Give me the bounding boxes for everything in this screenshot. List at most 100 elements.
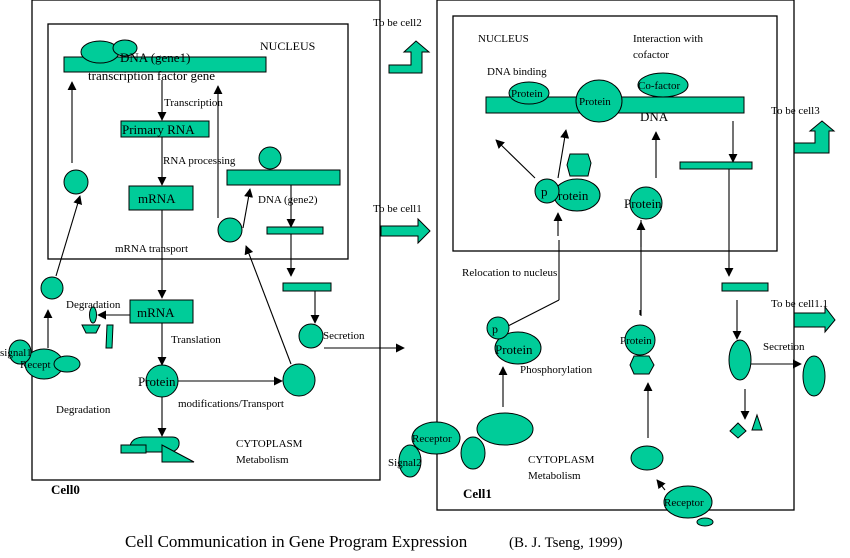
cell0-cytoplasm-label: CYTOPLASM	[236, 438, 303, 450]
cell1-nucleus	[452, 15, 778, 252]
cell1-p-arrow-left	[495, 139, 536, 179]
cell0-nucleus-label: NUCLEUS	[260, 39, 315, 53]
cell0-gene2-transcript	[266, 226, 324, 235]
cell1-p-label: p	[541, 184, 548, 199]
cell0-modifications-label: modifications/Transport	[178, 398, 284, 410]
cell0-degraded-fragment-trapezoid	[81, 324, 101, 334]
cell0-relay-protein	[40, 276, 64, 300]
cell0-degraded-fragment-oval	[89, 306, 97, 324]
diagram-title: Cell Communication in Gene Program Expre…	[125, 532, 468, 551]
cell1-secretion-label: Secretion	[763, 341, 805, 353]
cell1-receptor-bottom-ligand	[696, 517, 714, 527]
cell1-receptor-bottom-arrow	[656, 479, 666, 491]
cell0-receptor-partner	[53, 355, 81, 373]
cell0-mrna-nucleus-label: mRNA	[138, 191, 176, 206]
cell1-bound-protein	[508, 81, 550, 105]
cell0-nucleus	[47, 23, 349, 260]
cell0-tf-bound-small	[112, 39, 138, 57]
cell0-gene2-activator	[258, 146, 282, 170]
cell0-degradation-top-label: Degradation	[66, 299, 121, 311]
cell0-mrna-nucleus-box	[128, 185, 194, 211]
cell1-relocation-line-diagonal	[507, 299, 560, 327]
cell1-mid-protein-label: Protein	[624, 196, 662, 211]
to-cell2-label: To be cell2	[373, 17, 422, 29]
cell0-tf-protein-nucleus	[63, 169, 89, 195]
cell1-phosphate-nucleus	[534, 178, 560, 204]
cell1-signal-label: Signal2	[388, 457, 422, 469]
cell0-label: Cell0	[51, 482, 80, 497]
cell0-import-arrow	[55, 195, 82, 277]
cell1-cytoplasm-label: CYTOPLASM	[528, 454, 595, 466]
cell0-metabolism-label: Metabolism	[236, 454, 289, 466]
cell1-phos-protein	[494, 331, 542, 365]
cell1-kinase	[476, 412, 534, 446]
cell0-secretion-label: Secretion	[323, 330, 365, 342]
cell1-p-arrow-up	[557, 129, 570, 179]
cell0-degraded-fragment-bar	[105, 324, 114, 349]
cell0-degradation-bottom-label: Degradation	[56, 404, 111, 416]
cell0-secreted-protein	[298, 323, 324, 349]
cell1-triangle-product	[751, 413, 763, 431]
cell1-relocation-label: Relocation to nucleus	[462, 267, 557, 279]
cell1-secreted-protein	[802, 355, 826, 397]
cell1-cofactor-label: Co-factor	[638, 80, 680, 92]
cell1-small-protein-cap	[629, 355, 655, 375]
cell0-signal-ligand	[8, 339, 32, 365]
cell0-gene1-sublabel: transcription factor gene	[88, 68, 215, 83]
cell0-gene1-dna-bar	[63, 56, 267, 73]
cell0-gene2-mrna	[282, 282, 332, 292]
cell1-phos-protein-label: Protein	[495, 342, 533, 357]
cell0-gene2-tf-protein	[217, 217, 243, 243]
cell1-receptor-bottom	[663, 485, 713, 519]
cell1-nucleus-label: NUCLEUS	[478, 33, 529, 45]
cell0-gene1-label: DNA (gene1)	[120, 50, 190, 65]
cell0-membrane	[31, 0, 381, 481]
to-cell1-1-label: To be cell1.1	[771, 298, 828, 310]
cell1-phosphate-cytoplasm	[486, 316, 510, 340]
to-cell3-label: To be cell3	[771, 105, 820, 117]
cell1-signal-ligand	[398, 444, 422, 478]
cell0-gene2-dna-bar	[226, 169, 341, 186]
cell1-secretory-protein	[728, 339, 752, 381]
cell1-nuclear-protein-label: rotein	[558, 188, 589, 203]
cell1-interaction-line2: cofactor	[633, 49, 669, 61]
to-cell2-arrow-icon	[388, 40, 431, 74]
cell0-tf-to-gene2-arrow	[242, 188, 253, 229]
cell0-mrna-transport-label: mRNA transport	[115, 243, 188, 255]
cell0-enzyme-wedge	[161, 444, 195, 463]
to-cell1-1-arrow-icon	[793, 305, 836, 334]
cell0-mrna-cytoplasm-label: mRNA	[137, 305, 175, 320]
cell1-cofactor	[637, 72, 689, 98]
cell0-protein-label: Protein	[138, 374, 176, 389]
cell1-relay	[630, 445, 664, 471]
cell0-primary-rna-box	[120, 120, 210, 138]
cell1-receptor-bottom-label: Receptor	[664, 497, 704, 509]
cell0-modified-protein	[282, 363, 316, 397]
to-cell1-label: To be cell1	[373, 203, 422, 215]
cell1-interaction-line1: Interaction with	[633, 33, 703, 45]
cell1-receptor-left-label: Receptor	[412, 433, 452, 445]
cell1-large-protein	[575, 79, 623, 123]
cell1-dna-label: DNA	[640, 109, 669, 124]
cell1-phosphorylation-label: Phosphorylation	[520, 364, 593, 376]
cell0-gene2-label: DNA (gene2)	[258, 194, 318, 206]
cell0-translation-label: Translation	[171, 334, 221, 346]
cell0-primary-rna-label: Primary RNA	[122, 122, 195, 137]
to-cell1-arrow-icon	[380, 217, 431, 245]
cell1-large-protein-label: Protein	[579, 96, 611, 108]
cell1-label: Cell1	[463, 486, 492, 501]
cell0-transport-to-nucleus-arrow	[244, 245, 292, 365]
cell0-enzyme-substrate	[120, 444, 147, 454]
cell1-adapter	[460, 436, 486, 470]
cell0-signal-label: signal1	[0, 347, 32, 359]
cell1-diamond-product	[729, 422, 747, 439]
cell1-receptor-left	[411, 421, 461, 455]
cell1-transcript	[679, 161, 753, 170]
cell1-metabolism-label: Metabolism	[528, 470, 581, 482]
cell0-transcription-label: Transcription	[164, 97, 223, 109]
cell1-mid-protein	[629, 186, 663, 220]
cell1-small-protein	[624, 324, 656, 356]
to-cell3-arrow-icon	[793, 120, 836, 154]
cell1-protein-cap	[566, 153, 592, 177]
